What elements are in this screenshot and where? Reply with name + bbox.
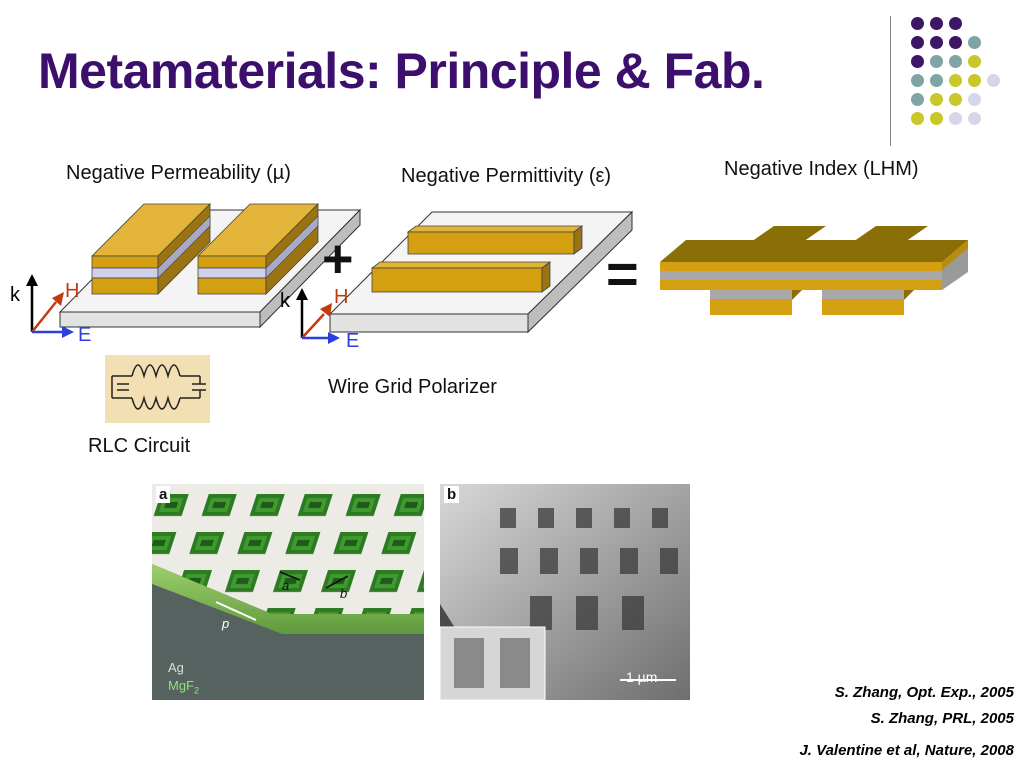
decorative-dot: [949, 93, 962, 106]
reference-3: J. Valentine et al, Nature, 2008: [799, 742, 1014, 759]
material-ag-label: Ag: [168, 660, 184, 675]
decorative-dot: [968, 36, 981, 49]
decorative-dot: [911, 74, 924, 87]
decorative-dot: [949, 112, 962, 125]
axis-h-label-right: H: [334, 286, 349, 308]
decorative-dot: [968, 112, 981, 125]
axis-e-label-left: E: [78, 324, 92, 346]
wire-bar-upper: [406, 225, 584, 255]
decorative-dot: [930, 74, 943, 87]
field-axes-left: [26, 274, 74, 338]
fishnet-structure: [660, 226, 968, 315]
wire-bar-lower: [370, 261, 552, 293]
neg-permeability-label: Negative Permeability (µ): [66, 162, 291, 184]
decorative-dot: [949, 17, 962, 30]
decorative-dot: [911, 36, 924, 49]
sem-pillars-render: [440, 484, 690, 700]
pitch-p-label: p: [222, 616, 230, 631]
decorative-dot: [930, 112, 943, 125]
cut-wire-pair-block-1: [91, 203, 211, 295]
rlc-circuit-label: RLC Circuit: [88, 435, 191, 457]
slide-title: Metamaterials: Principle & Fab.: [38, 43, 765, 99]
reference-2: S. Zhang, PRL, 2005: [870, 710, 1014, 727]
material-mgf2-label: MgF2: [168, 678, 200, 696]
micrograph-sem-b: b 1 µm: [440, 484, 690, 700]
decorative-dot: [930, 17, 943, 30]
panel-a-label: a: [156, 486, 171, 503]
title-divider: [890, 16, 891, 146]
axis-e-label-right: E: [346, 330, 360, 352]
micrograph-fishnet-a: a a b p Ag MgF2: [152, 484, 424, 700]
neg-permittivity-label: Negative Permittivity (ε): [401, 165, 612, 187]
neg-index-label: Negative Index (LHM): [724, 158, 919, 180]
decorative-dot: [911, 112, 924, 125]
field-axes-right: [296, 288, 340, 344]
decorative-dot: [968, 93, 981, 106]
axis-k-label-left: k: [10, 284, 20, 306]
decorative-dot: [968, 55, 981, 68]
axis-h-label-left: H: [65, 280, 80, 302]
plus-symbol: +: [322, 229, 354, 289]
decorative-dot: [949, 36, 962, 49]
decorative-dot: [930, 55, 943, 68]
decorative-dot: [930, 36, 943, 49]
decorative-dot: [930, 93, 943, 106]
decorative-dot: [987, 74, 1000, 87]
equals-symbol: =: [606, 242, 639, 305]
dimension-a-label: a: [282, 578, 290, 593]
fishnet-mesh-render: [152, 484, 424, 700]
decorative-dot: [911, 17, 924, 30]
axis-k-label-right: k: [280, 290, 290, 312]
panel-b-label: b: [444, 486, 460, 503]
dimension-b-label: b: [340, 586, 348, 601]
rlc-circuit-icon: [105, 355, 210, 423]
scale-bar-label: 1 µm: [626, 669, 658, 685]
cut-wire-pair-block-2: [197, 203, 319, 295]
wire-grid-label: Wire Grid Polarizer: [328, 376, 497, 398]
reference-1: S. Zhang, Opt. Exp., 2005: [834, 684, 1014, 701]
decorative-dot: [911, 93, 924, 106]
decorative-dot: [949, 74, 962, 87]
decorative-dot: [968, 74, 981, 87]
decorative-dot: [949, 55, 962, 68]
decorative-dot: [911, 55, 924, 68]
